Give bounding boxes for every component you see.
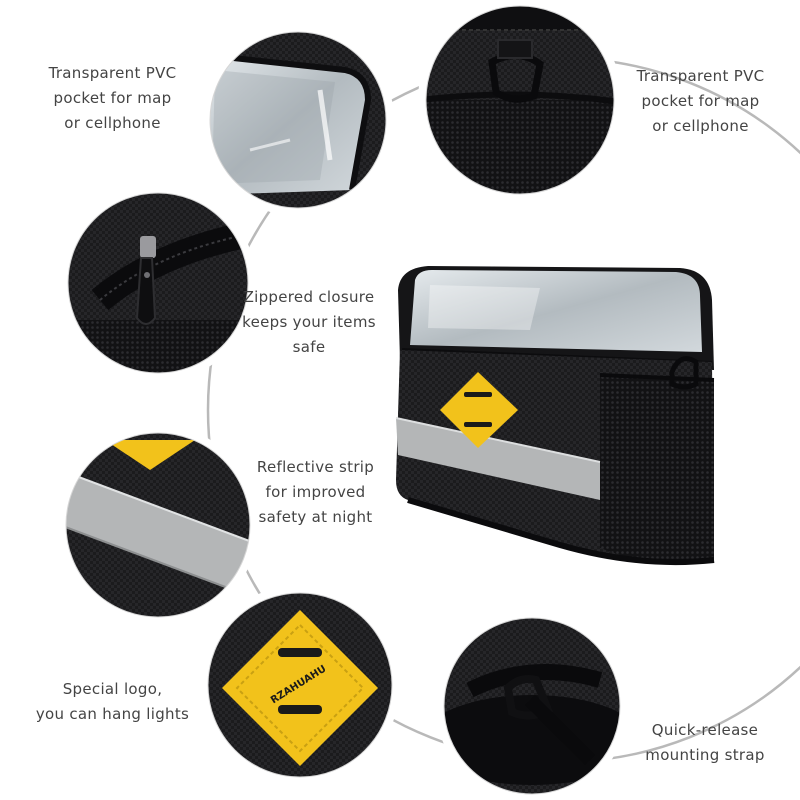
feature-label-reflective-strip: Reflective strip for improved safety at … [256, 458, 375, 526]
feature-label-zipper: Zippered closure keeps your items safe [242, 288, 376, 356]
reflective-strip-icon [66, 433, 250, 617]
feature-label-pvc-pocket-left: Transparent PVC pocket for map or cellph… [48, 64, 177, 132]
feature-label-mounting-strap: Quick-release mounting strap [645, 721, 765, 764]
product-photo-bag [395, 266, 715, 566]
clear-pocket-icon [210, 32, 386, 208]
feature-label-pvc-pocket-right: Transparent PVC pocket for map or cellph… [636, 67, 765, 135]
logo-patch-icon: RZAHUAHU [208, 593, 392, 777]
strap-loop-icon [444, 618, 620, 794]
feature-label-special-logo: Special logo, you can hang lights [35, 680, 190, 723]
